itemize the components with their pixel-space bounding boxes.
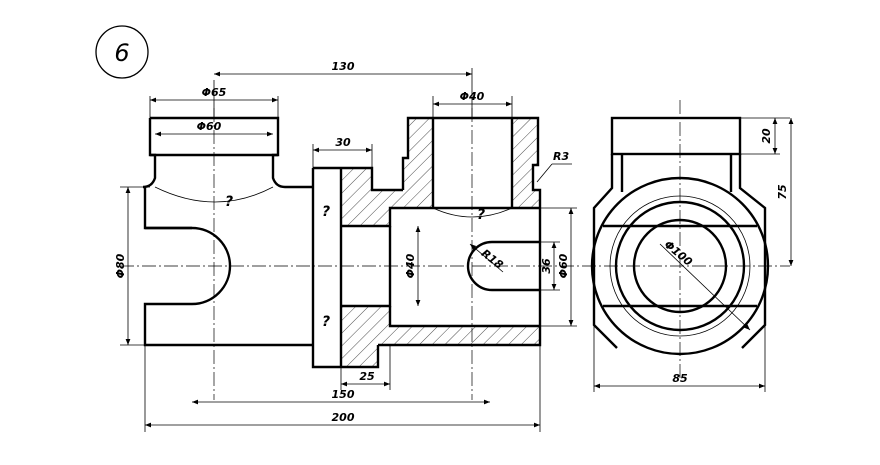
figure-number-badge: 6 [95, 25, 149, 79]
question-marks: ? ? ? ? [225, 194, 485, 330]
figure-number: 6 [114, 39, 129, 67]
dim-200: 200 [332, 411, 355, 424]
dim-r18: R18 [479, 247, 506, 272]
dim-36: 36 [540, 258, 553, 274]
dim-phi100: Φ100 [662, 238, 695, 269]
dimensions: 130 Φ65 Φ60 Φ40 30 R3 Φ80 Φ40 R18 [114, 60, 794, 432]
dim-phi80: Φ80 [114, 253, 127, 278]
question-mark-top-arc: ? [477, 207, 485, 223]
dim-phi40-mid: Φ40 [404, 253, 417, 278]
dim-phi65: Φ65 [202, 86, 227, 99]
dim-85: 85 [672, 372, 688, 385]
dim-phi60-right: Φ60 [557, 253, 570, 278]
front-view-outline [142, 116, 542, 369]
front-view-arcs [154, 186, 513, 218]
dim-r3: R3 [553, 150, 569, 163]
dim-phi40-top: Φ40 [460, 90, 485, 103]
dim-130: 130 [332, 60, 355, 73]
question-mark-flange-bottom: ? [322, 314, 330, 330]
dim-25: 25 [359, 370, 375, 383]
dim-phi60-top: Φ60 [197, 120, 222, 133]
question-mark-left-arc: ? [225, 194, 233, 210]
dim-30: 30 [335, 136, 351, 149]
dim-20: 20 [760, 128, 773, 144]
question-mark-flange-top: ? [322, 204, 330, 220]
dim-75: 75 [776, 184, 789, 200]
side-view [590, 100, 770, 380]
dim-150: 150 [332, 388, 355, 401]
front-view-centerlines [120, 108, 790, 400]
